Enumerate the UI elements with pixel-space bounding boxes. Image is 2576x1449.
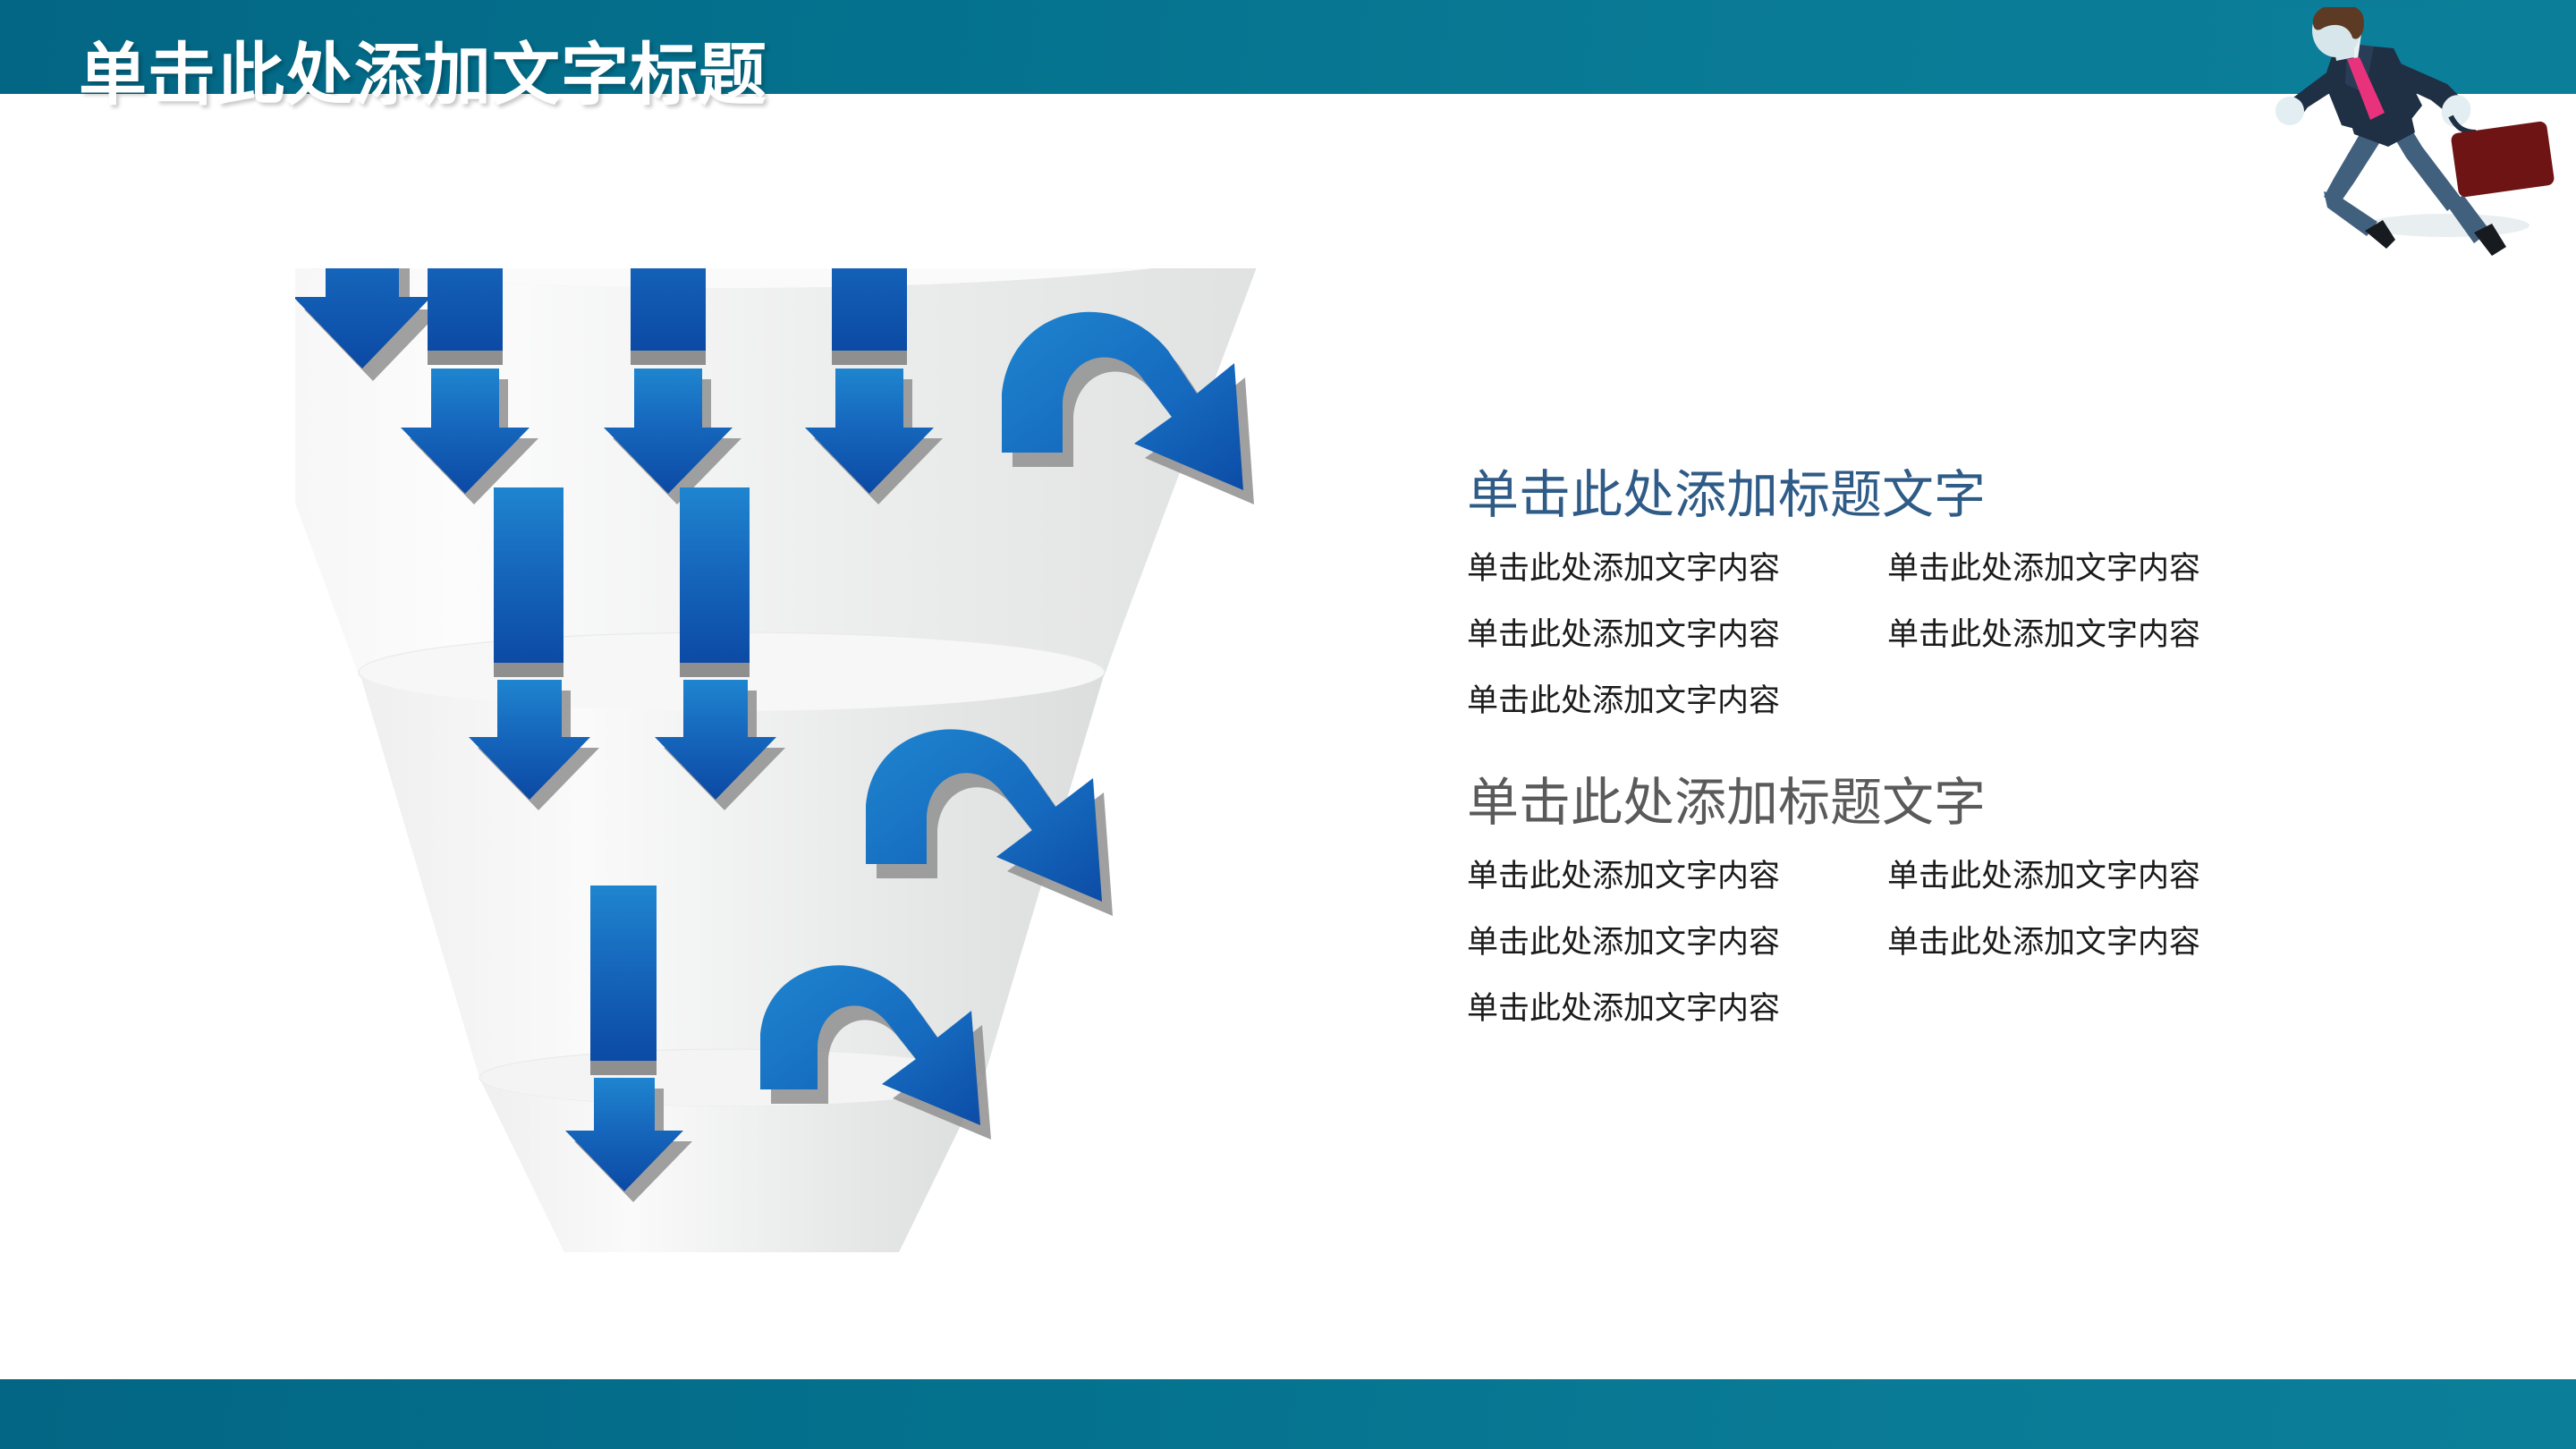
running-businessman-icon	[2272, 7, 2576, 302]
funnel-arrow	[604, 268, 741, 504]
content-row: 单击此处添加文字内容 单击此处添加文字内容	[1467, 923, 2415, 962]
content-cell: 单击此处添加文字内容	[1467, 859, 1781, 894]
footer-banner	[0, 1379, 2576, 1449]
content-cell: 单击此处添加文字内容	[1887, 551, 2201, 587]
content-rows-1: 单击此处添加文字内容 单击此处添加文字内容 单击此处添加文字内容 单击此处添加文…	[1467, 549, 2415, 720]
content-rows-2: 单击此处添加文字内容 单击此处添加文字内容 单击此处添加文字内容 单击此处添加文…	[1467, 857, 2415, 1028]
funnel-curved-arrow	[866, 729, 1113, 916]
page-title: 单击此处添加文字标题	[79, 38, 767, 114]
title-banner: 单击此处添加文字标题	[0, 0, 2576, 114]
funnel-arrow	[655, 487, 785, 810]
content-row: 单击此处添加文字内容 单击此处添加文字内容	[1467, 615, 2415, 655]
funnel-arrow	[295, 268, 442, 381]
content-cell: 单击此处添加文字内容	[1467, 617, 1781, 653]
content-cell: 单击此处添加文字内容	[1467, 990, 1781, 1026]
content-cell: 单击此处添加文字内容	[1887, 859, 2201, 894]
content-row: 单击此处添加文字内容 单击此处添加文字内容	[1467, 857, 2415, 896]
content-row: 单击此处添加文字内容	[1467, 989, 2415, 1029]
content-cell	[1887, 682, 2308, 721]
funnel-arrow	[565, 886, 692, 1202]
funnel-arrow	[401, 268, 538, 504]
content-cell: 单击此处添加文字内容	[1887, 617, 2201, 653]
content-block-1: 单击此处添加标题文字 单击此处添加文字内容 单击此处添加文字内容 单击此处添加文…	[1467, 465, 2415, 721]
content-cell: 单击此处添加文字内容	[1467, 924, 1781, 960]
funnel-curved-arrow	[760, 965, 991, 1140]
content-block-2: 单击此处添加标题文字 单击此处添加文字内容 单击此处添加文字内容 单击此处添加文…	[1467, 773, 2415, 1029]
content-row: 单击此处添加文字内容 单击此处添加文字内容	[1467, 549, 2415, 589]
section-heading-1: 单击此处添加标题文字	[1467, 466, 1987, 524]
content-row: 单击此处添加文字内容	[1467, 682, 2415, 721]
content-cell: 单击此处添加文字内容	[1467, 551, 1781, 587]
funnel-diagram	[295, 268, 1404, 1252]
section-heading-2: 单击此处添加标题文字	[1467, 773, 1987, 832]
content-cell: 单击此处添加文字内容	[1467, 682, 1781, 718]
content-cell: 单击此处添加文字内容	[1887, 924, 2201, 960]
funnel-arrow	[469, 487, 599, 810]
content-cell	[1887, 989, 2308, 1029]
funnel-arrow	[805, 268, 943, 504]
funnel-curved-arrow	[1002, 311, 1254, 504]
content-text-column: 单击此处添加标题文字 单击此处添加文字内容 单击此处添加文字内容 单击此处添加文…	[1467, 465, 2415, 1047]
